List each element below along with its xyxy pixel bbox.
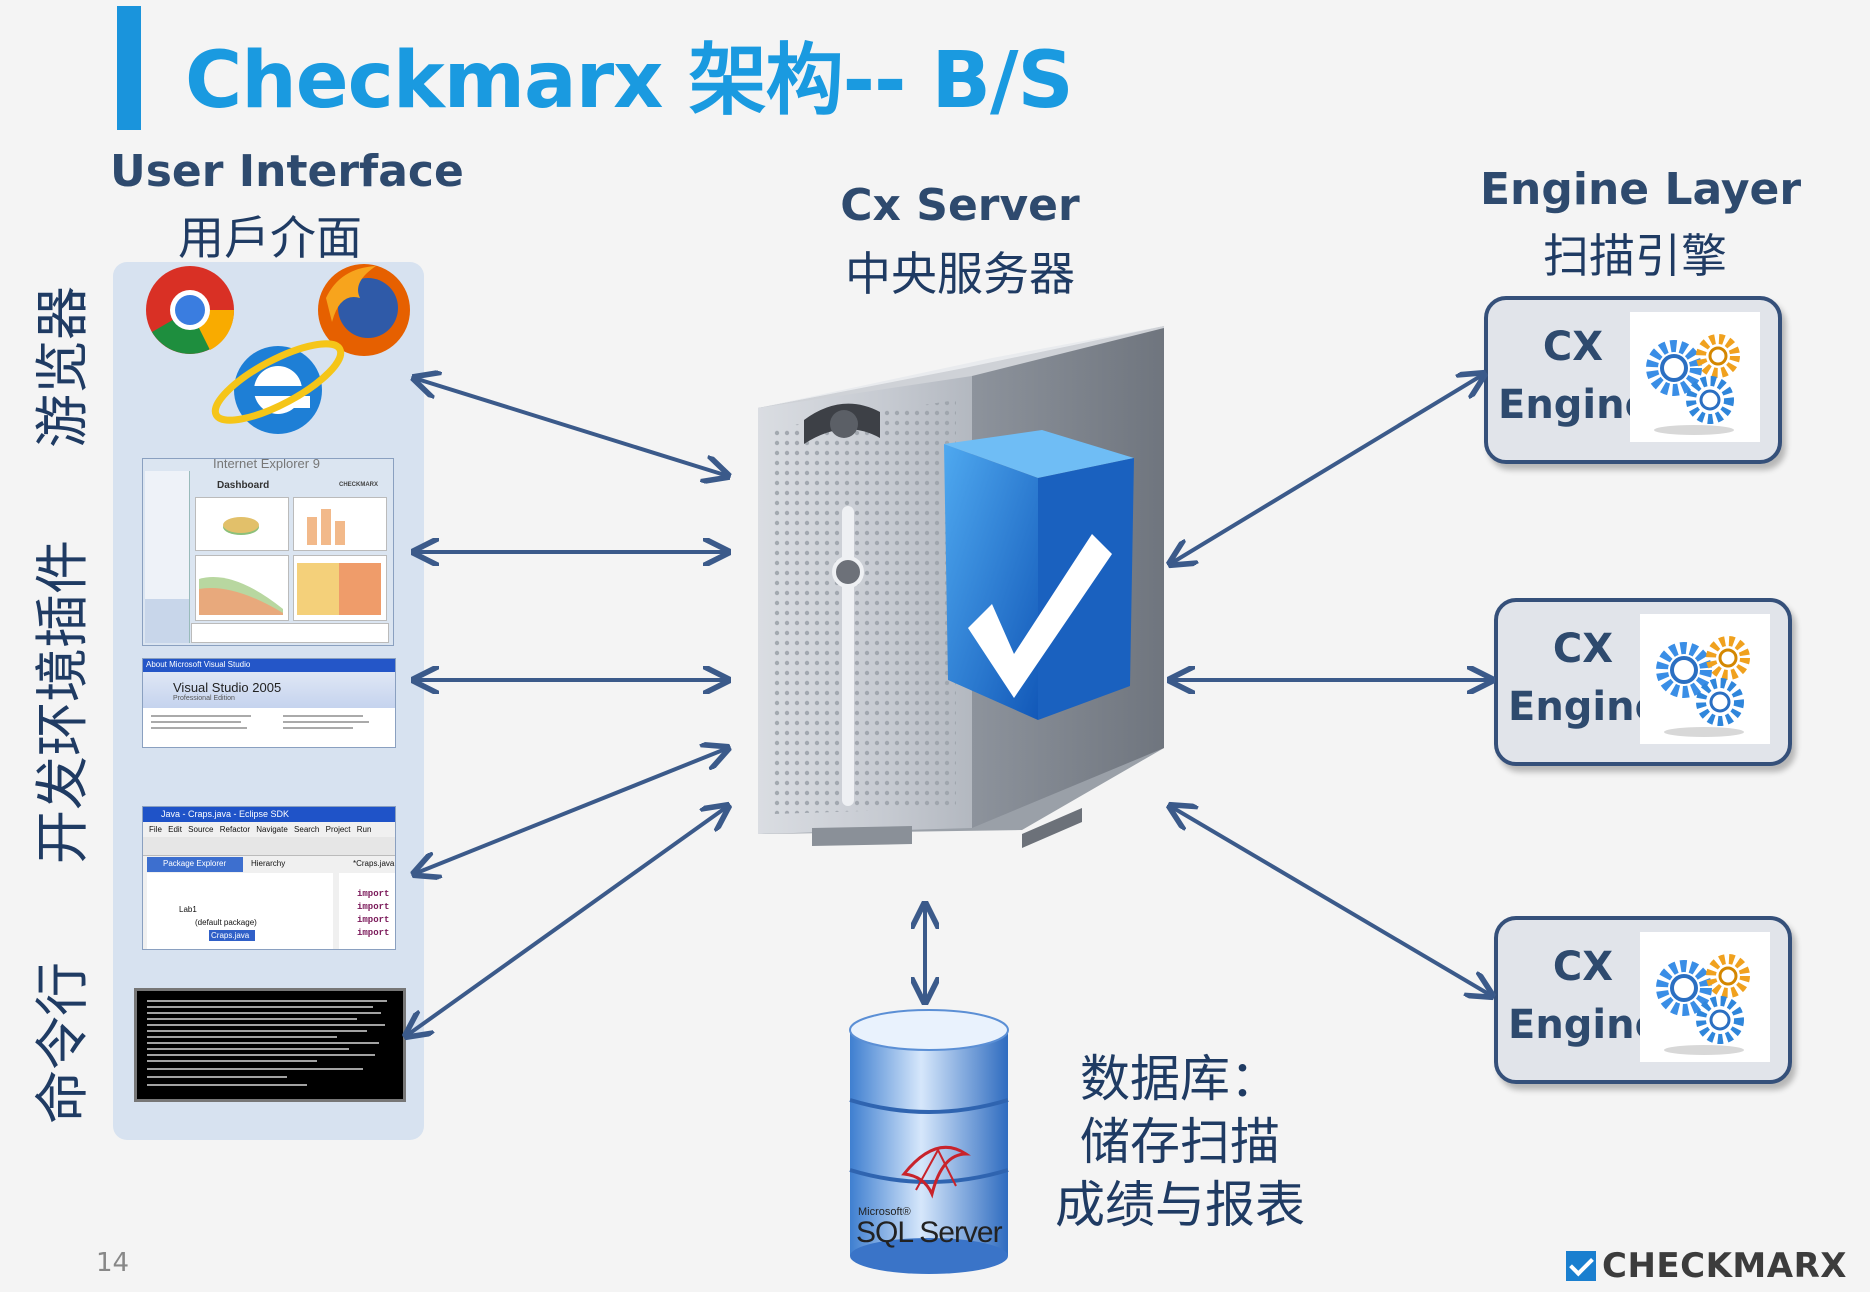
sql-server-database-icon — [849, 1009, 1009, 1274]
database-caption-line: 成绩与报表 — [1055, 1176, 1305, 1234]
cx-server-title: Cx Server — [840, 180, 1080, 231]
eclipse-tree-package: (default package) — [195, 918, 257, 927]
dashboard-screenshot: Internet Explorer 9 Dashboard CHECKMARX — [142, 458, 394, 646]
title-accent-bar — [117, 6, 141, 130]
cx-server-subtitle: 中央服务器 — [845, 247, 1075, 301]
eclipse-code-line: import — [357, 928, 390, 938]
dashboard-brand: CHECKMARX — [339, 482, 378, 488]
visual-studio-screenshot: About Microsoft Visual Studio Visual Stu… — [142, 658, 396, 748]
eclipse-tree-file: Craps.java — [211, 931, 250, 940]
eclipse-file-tab: *Craps.java — [353, 859, 395, 868]
eclipse-package-tab: Package Explorer — [163, 859, 227, 868]
engine-layer-subtitle: 扫描引擎 — [1543, 229, 1727, 283]
eclipse-tree-project: Lab1 — [179, 905, 197, 914]
user-interface-title: User Interface — [110, 146, 464, 197]
eclipse-screenshot: Java - Craps.java - Eclipse SDK File Edi… — [142, 806, 396, 950]
eclipse-code-line: import — [357, 915, 390, 925]
server-engine3-arrow — [1170, 806, 1492, 996]
gears-icon — [1630, 312, 1760, 442]
terminal-text-lines — [147, 1000, 387, 1086]
sql-logo-small: Microsoft® — [858, 1206, 911, 1218]
checkmark-logo-icon — [1566, 1251, 1596, 1281]
internet-explorer-icon — [211, 340, 345, 434]
sql-logo-text: SQL Server — [856, 1216, 1003, 1249]
gears-icon — [1640, 614, 1770, 744]
footer-brand-text: CHECKMARX — [1602, 1246, 1847, 1286]
engine-layer-title: Engine Layer — [1480, 164, 1802, 215]
ie-caption: Internet Explorer 9 — [213, 458, 320, 471]
server-tower-icon — [758, 326, 1164, 848]
eclipse-code-line: import — [357, 902, 390, 912]
database-caption: 数据库： 储存扫描 成绩与报表 — [1030, 1048, 1330, 1237]
checkmark-cube-icon — [944, 430, 1134, 720]
database-caption-line: 数据库： — [1080, 1050, 1280, 1108]
browser-server-arrow — [414, 378, 728, 476]
sql-server-logo-icon — [901, 1145, 971, 1199]
eclipse-code-line: import — [357, 889, 390, 899]
eclipse-server-arrow — [414, 748, 728, 874]
checkmarx-footer-logo: CHECKMARX — [1566, 1246, 1847, 1286]
vs-dialog-title: About Microsoft Visual Studio — [146, 660, 251, 669]
user-interface-subtitle: 用戶介面 — [178, 211, 362, 265]
eclipse-title: Java - Craps.java - Eclipse SDK — [161, 809, 290, 819]
browser-icons — [146, 264, 410, 434]
firefox-icon — [318, 264, 410, 356]
command-line-server-arrow — [406, 806, 728, 1036]
database-caption-line: 储存扫描 — [1080, 1113, 1280, 1171]
vs-edition: Professional Edition — [173, 695, 235, 702]
eclipse-hierarchy-tab: Hierarchy — [251, 859, 286, 868]
chrome-icon — [146, 266, 235, 354]
dashboard-title: Dashboard — [217, 480, 270, 491]
gears-icon — [1640, 932, 1770, 1062]
command-line-screenshot — [134, 988, 406, 1102]
page-number: 14 — [96, 1248, 130, 1278]
eclipse-menu: File Edit Source Refactor Navigate Searc… — [149, 825, 372, 834]
vs-product: Visual Studio 2005 — [173, 680, 282, 695]
server-engine1-arrow — [1170, 374, 1484, 564]
slide-title: Checkmarx 架构-- B/S — [185, 36, 1074, 126]
